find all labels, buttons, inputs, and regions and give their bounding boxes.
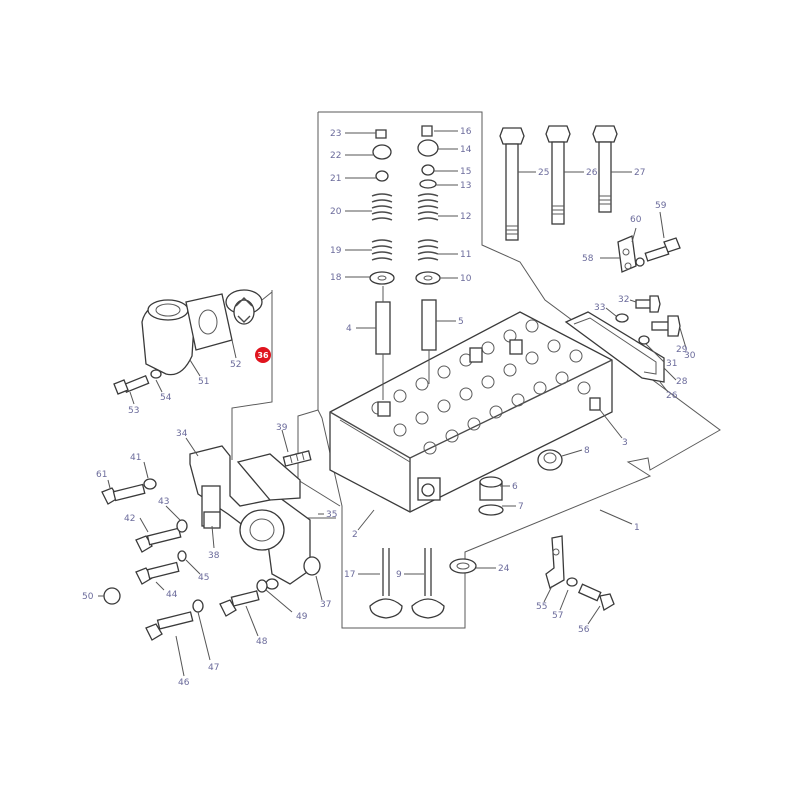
callout: 27	[634, 168, 645, 178]
callout: 56	[578, 625, 590, 635]
callout: 3	[622, 438, 628, 448]
valve-stack-right	[415, 125, 441, 384]
bolts-left	[101, 478, 268, 641]
callout: 46	[178, 678, 190, 688]
highlight-marker[interactable]	[255, 347, 271, 363]
callout: 33	[594, 303, 605, 313]
valves	[369, 548, 477, 619]
callout: 24	[498, 564, 510, 574]
callout: 28	[676, 377, 688, 387]
callout: 10	[460, 274, 472, 284]
callout: 26	[666, 391, 678, 401]
callout: 53	[128, 406, 139, 416]
callout: 43	[158, 497, 169, 507]
callout: 42	[124, 514, 135, 524]
callout: 37	[320, 600, 331, 610]
callout: 21	[330, 174, 341, 184]
callout: 18	[330, 273, 342, 283]
callout: 5	[458, 317, 464, 327]
callout: 15	[460, 167, 471, 177]
callout: 41	[130, 453, 141, 463]
callout: 44	[166, 590, 178, 600]
callout: 61	[96, 470, 107, 480]
callout: 12	[460, 212, 471, 222]
callout: 16	[460, 127, 472, 137]
cylinder-head	[329, 311, 613, 513]
callout: 55	[536, 602, 547, 612]
callout: 60	[630, 215, 642, 225]
callout: 48	[256, 637, 268, 647]
callout: 8	[584, 446, 590, 456]
callout: 32	[618, 295, 629, 305]
callout: 9	[396, 570, 402, 580]
thermostat-housing	[113, 289, 273, 395]
callout: 4	[346, 324, 352, 334]
callout: 50	[82, 592, 94, 602]
callout-labels: 23 22 21 20 19 18 16 14 15 13 12 11 10 4…	[82, 127, 696, 688]
callout: 26	[586, 168, 598, 178]
callout: 1	[634, 523, 640, 533]
highlighted-part-callout[interactable]: 36	[255, 347, 271, 363]
callout: 45	[198, 573, 209, 583]
plugs	[478, 449, 563, 516]
small-parts-right	[615, 235, 681, 345]
callout: 51	[198, 377, 209, 387]
callout: 35	[326, 510, 337, 520]
callout: 6	[512, 482, 518, 492]
callout: 38	[208, 551, 220, 561]
callout: 59	[655, 201, 667, 211]
callout: 57	[552, 611, 563, 621]
callout: 11	[460, 250, 471, 260]
callout: 22	[330, 151, 341, 161]
rocker-cover-gasket	[564, 311, 665, 383]
callout: 13	[460, 181, 471, 191]
callout: 14	[460, 145, 472, 155]
callout: 58	[582, 254, 594, 264]
callout: 17	[344, 570, 355, 580]
callout: 7	[518, 502, 524, 512]
callout: 19	[330, 246, 342, 256]
highlight-label: 36	[257, 351, 269, 360]
callout: 52	[230, 360, 241, 370]
callout: 54	[160, 393, 172, 403]
lift-bracket	[545, 535, 615, 611]
callout: 49	[296, 612, 308, 622]
callout: 23	[330, 129, 341, 139]
callout: 31	[666, 359, 677, 369]
valve-stack-left	[369, 129, 395, 400]
callout: 2	[352, 530, 358, 540]
leader-lines	[98, 130, 687, 677]
callout: 30	[684, 351, 696, 361]
callout: 25	[538, 168, 549, 178]
stud	[282, 450, 312, 467]
head-bolts	[499, 125, 618, 241]
callout: 39	[276, 423, 288, 433]
callout: 47	[208, 663, 219, 673]
assembly-frame	[317, 111, 721, 629]
front-housing	[189, 445, 321, 590]
callout: 34	[176, 429, 188, 439]
callout: 20	[330, 207, 342, 217]
callout: 29	[676, 345, 688, 355]
